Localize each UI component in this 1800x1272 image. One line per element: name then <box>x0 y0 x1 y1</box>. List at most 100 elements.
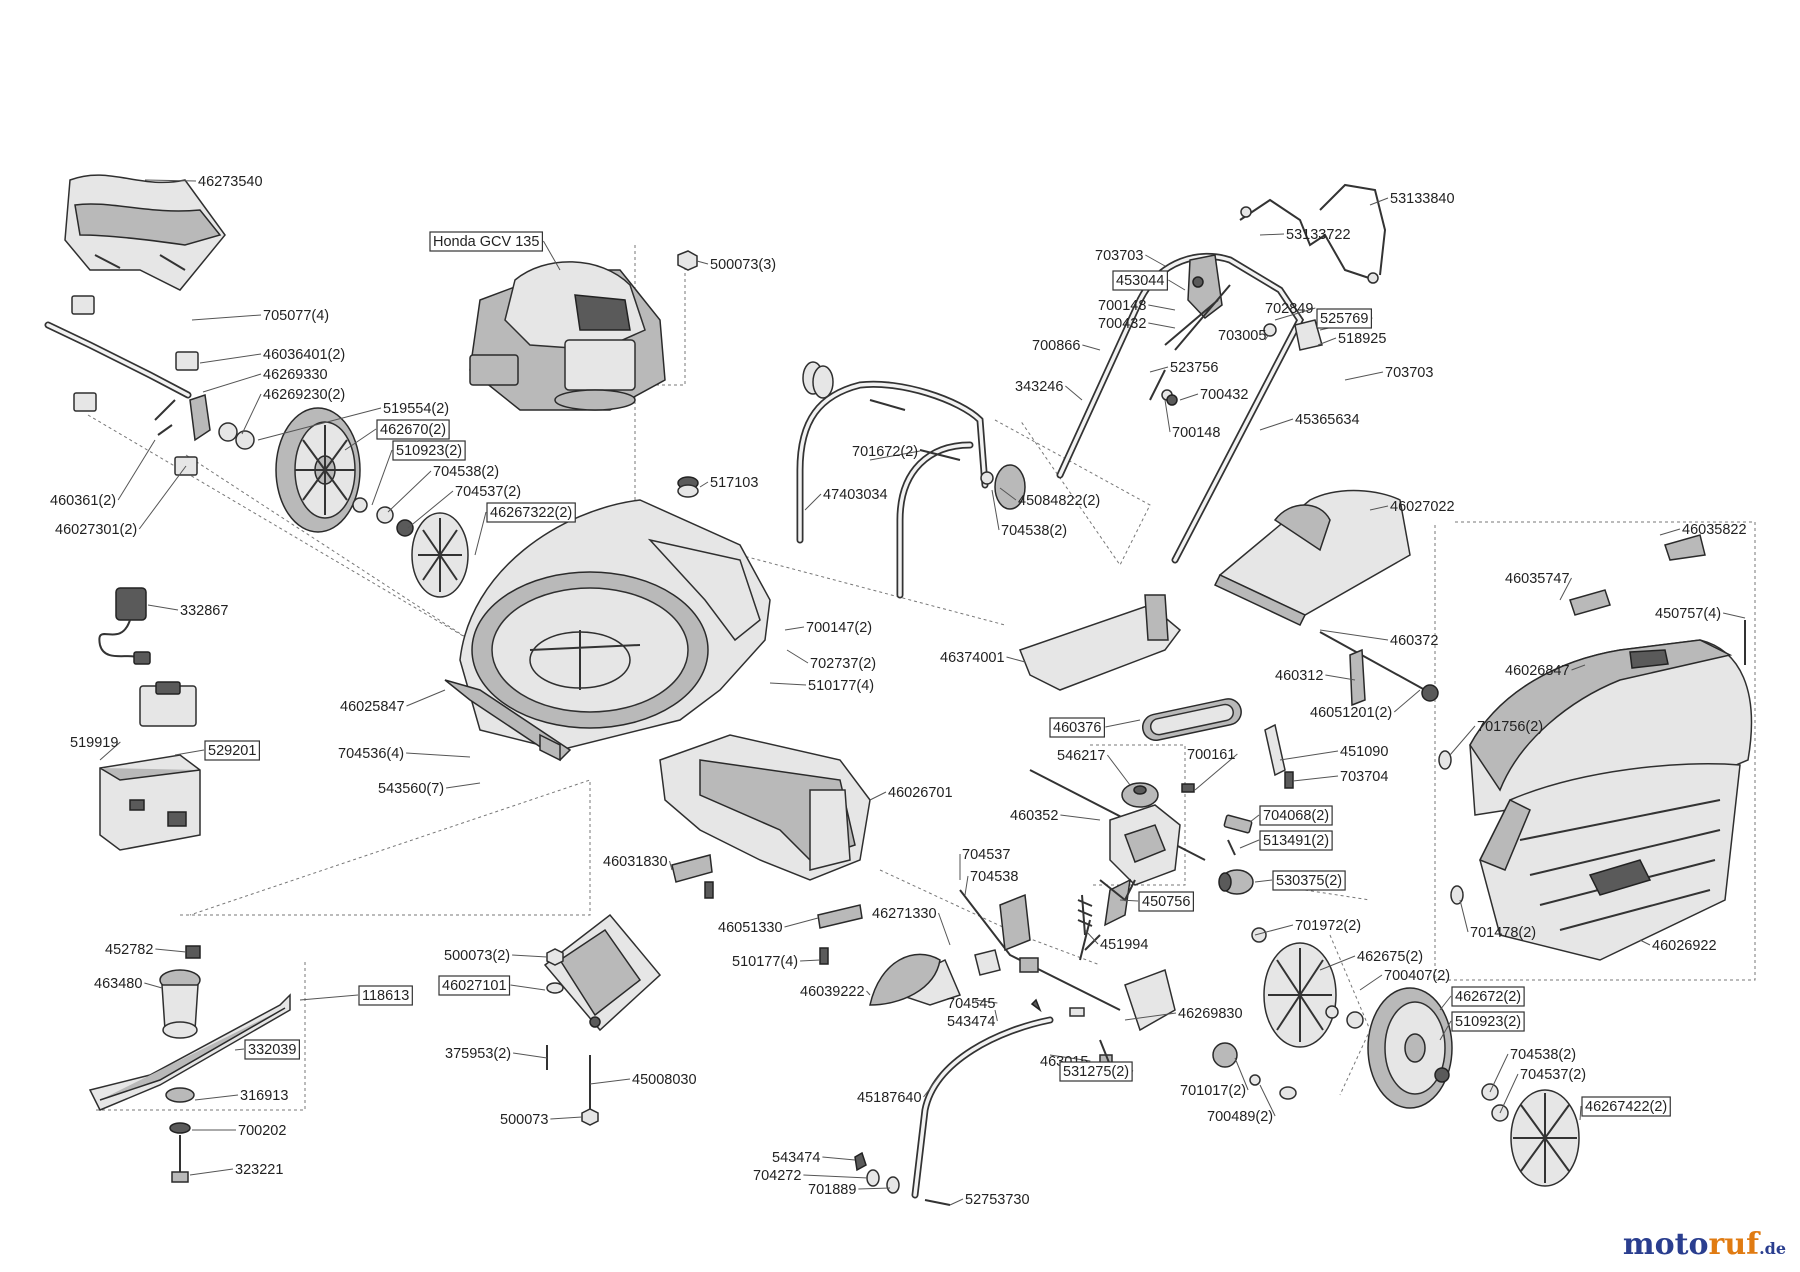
part-label-92: 543474 <box>772 1150 820 1166</box>
height-adjust-lever-part <box>854 953 1111 1206</box>
part-label-2: 46036401(2) <box>263 347 345 363</box>
part-label-41-text: 523756 <box>1170 360 1218 376</box>
part-label-40: 703703 <box>1385 365 1433 381</box>
part-label-84-text: 704538(2) <box>1510 1047 1576 1063</box>
part-label-70-text: 46051330 <box>718 920 783 936</box>
part-label-43-leader <box>1164 399 1171 433</box>
part-label-32-leader <box>1168 279 1186 291</box>
part-label-42: 700432 <box>1200 387 1248 403</box>
part-label-13-text: 500073(3) <box>710 257 776 273</box>
part-label-1-text: 705077(4) <box>263 308 329 324</box>
part-label-9-leader <box>407 490 454 529</box>
part-label-103: 500073(2) <box>444 948 510 964</box>
part-label-34-text: 700432 <box>1098 316 1146 332</box>
part-label-76-leader <box>974 999 998 1004</box>
part-label-72-text: 46039222 <box>800 984 865 1000</box>
part-label-10-box <box>486 502 576 523</box>
part-label-27: 704538(2) <box>1001 523 1067 539</box>
part-label-98-leader <box>299 994 359 1001</box>
part-label-76-text: 704545 <box>947 996 995 1012</box>
part-label-41-leader <box>1149 366 1169 373</box>
part-label-37: 525769 <box>1316 308 1372 329</box>
part-label-93-text: 704272 <box>753 1168 801 1184</box>
part-label-105-text: 375953(2) <box>445 1046 511 1062</box>
part-label-75: 46271330 <box>872 906 937 922</box>
part-label-19: 704536(4) <box>338 746 404 762</box>
leader-lines <box>99 179 1746 1206</box>
part-label-88-box <box>1059 1061 1133 1082</box>
part-label-17-text: 519919 <box>70 735 118 751</box>
part-label-24: 47403034 <box>823 487 888 503</box>
part-label-18: 46025847 <box>340 699 405 715</box>
part-label-26-leader <box>999 487 1017 501</box>
part-label-3-text: 46269330 <box>263 367 328 383</box>
part-label-51: 701478(2) <box>1470 925 1536 941</box>
part-label-86-box <box>1581 1096 1671 1117</box>
part-label-61-leader <box>1292 775 1339 782</box>
part-label-33-text: 700148 <box>1098 298 1146 314</box>
part-label-105: 375953(2) <box>445 1046 511 1062</box>
part-label-91: 45187640 <box>857 1090 922 1106</box>
part-label-84: 704538(2) <box>1510 1047 1576 1063</box>
part-label-31-leader <box>1145 254 1166 267</box>
part-label-91-leader <box>923 1074 941 1098</box>
part-label-64-text: 513491(2) <box>1263 833 1329 849</box>
part-label-82-leader <box>1439 995 1452 1011</box>
part-label-50-text: 701756(2) <box>1477 719 1543 735</box>
part-label-89: 701017(2) <box>1180 1083 1246 1099</box>
part-label-88-text: 531275(2) <box>1063 1064 1129 1080</box>
part-label-7-text: 510923(2) <box>396 443 462 459</box>
part-label-58-leader <box>1106 754 1131 786</box>
part-label-106: 45008030 <box>632 1072 697 1088</box>
part-label-81: 700407(2) <box>1384 968 1450 984</box>
part-label-31: 703703 <box>1095 248 1143 264</box>
part-label-50-leader <box>1449 725 1476 756</box>
part-label-53: 46374001 <box>940 650 1005 666</box>
part-label-67: 451994 <box>1100 937 1148 953</box>
part-label-30-text: 53133722 <box>1286 227 1351 243</box>
part-label-100: 316913 <box>240 1088 288 1104</box>
part-label-36-leader <box>1274 307 1316 321</box>
watermark-part1: moto <box>1622 1227 1709 1262</box>
part-label-75-text: 46271330 <box>872 906 937 922</box>
part-label-85-leader <box>1499 1073 1519 1114</box>
part-label-54-text: 460372 <box>1390 633 1438 649</box>
part-label-91-text: 45187640 <box>857 1090 922 1106</box>
part-label-81-leader <box>1359 974 1383 991</box>
part-label-0: 46273540 <box>198 174 263 190</box>
bracket-46031830-part <box>671 854 714 899</box>
part-label-73: 704537 <box>962 847 1010 863</box>
part-label-79: 701972(2) <box>1295 918 1361 934</box>
part-label-106-text: 45008030 <box>632 1072 697 1088</box>
part-label-67-leader <box>1084 929 1099 945</box>
part-label-66-leader <box>1119 899 1139 902</box>
part-label-54: 460372 <box>1390 633 1438 649</box>
part-label-16-leader <box>174 749 205 756</box>
part-label-85-text: 704537(2) <box>1520 1067 1586 1083</box>
part-label-69-text: 46031830 <box>603 854 668 870</box>
part-label-32: 453044 <box>1112 270 1168 291</box>
part-label-83-box <box>1451 1011 1525 1032</box>
part-label-4-text: 46269230(2) <box>263 387 345 403</box>
part-label-53-leader <box>1006 656 1026 663</box>
part-label-78-text: 46269830 <box>1178 1006 1243 1022</box>
engine-model-label: Honda GCV 135 <box>429 231 544 252</box>
part-label-104-box <box>438 975 511 996</box>
part-label-99-leader <box>234 1048 245 1051</box>
part-label-41: 523756 <box>1170 360 1218 376</box>
part-label-70: 46051330 <box>718 920 783 936</box>
part-label-74-text: 704538 <box>970 869 1018 885</box>
part-label-19-text: 704536(4) <box>338 746 404 762</box>
part-label-23: 510177(4) <box>808 678 874 694</box>
part-label-29: 53133840 <box>1390 191 1455 207</box>
part-label-25-leader <box>869 450 921 461</box>
engine-part <box>469 261 666 411</box>
part-label-70-leader <box>784 917 819 928</box>
part-label-13-leader <box>696 260 709 265</box>
part-label-99: 332039 <box>244 1039 300 1060</box>
part-label-66-box <box>1138 891 1194 912</box>
part-label-62: 460352 <box>1010 808 1058 824</box>
part-label-94: 701889 <box>808 1182 856 1198</box>
